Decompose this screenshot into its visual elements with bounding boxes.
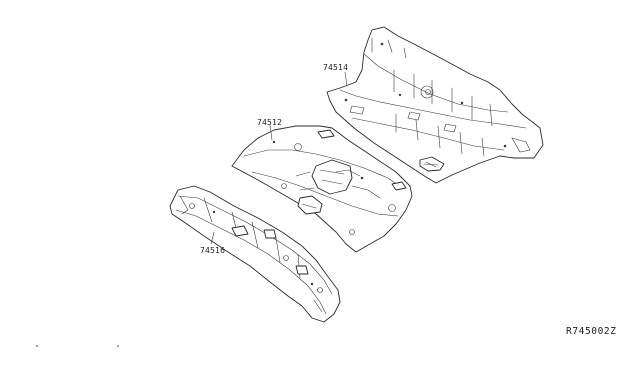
- rear-floor-panel: [326, 26, 544, 184]
- diagram-code: R745002Z: [566, 326, 617, 337]
- leader-line-74516: [210, 231, 215, 245]
- part-number-label[interactable]: 74516: [200, 246, 226, 255]
- leader-line-74514: [344, 71, 348, 87]
- scan-mark: [36, 345, 38, 347]
- leader-line-74512: [269, 124, 273, 141]
- scan-mark: [117, 345, 119, 347]
- rear-floor-front-panel: [231, 125, 413, 253]
- part-number-label[interactable]: 74512: [257, 118, 283, 127]
- rear-cross-member: [169, 185, 341, 323]
- part-number-label[interactable]: 74514: [323, 63, 349, 72]
